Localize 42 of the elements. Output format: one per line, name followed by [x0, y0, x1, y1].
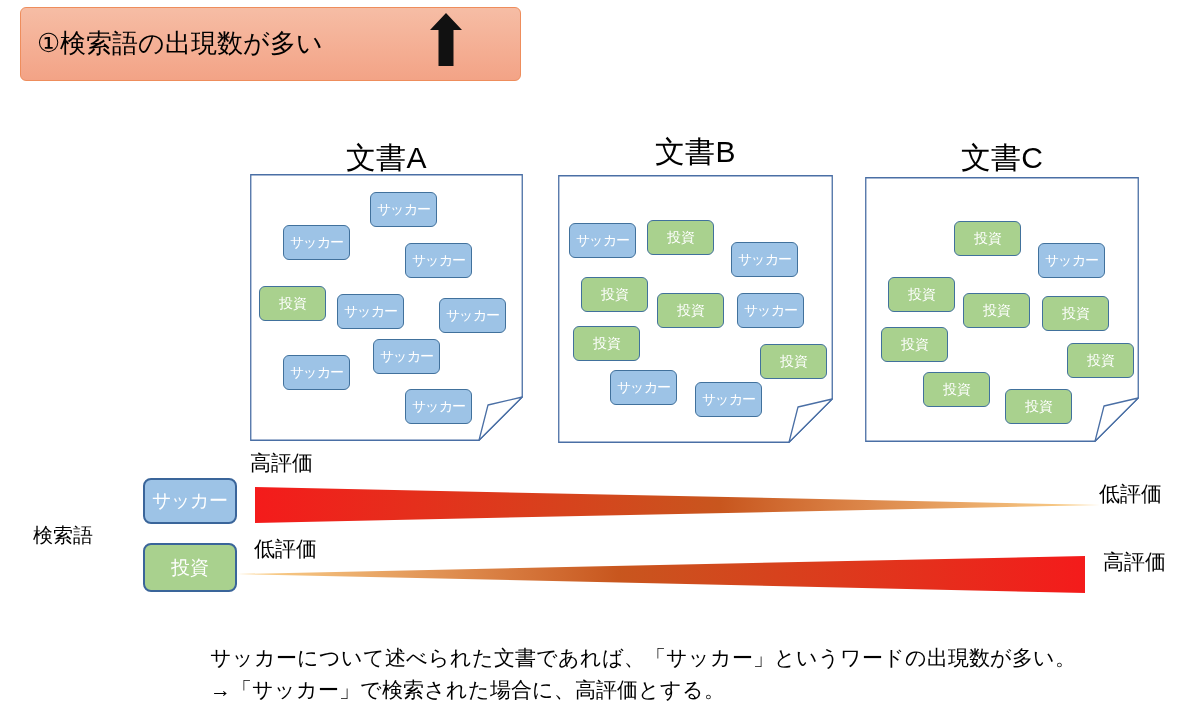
- word-tag: 投資: [259, 286, 326, 321]
- word-tag: サッカー: [283, 355, 350, 390]
- note-text: サッカーについて述べられた文書であれば、「サッカー」というワードの出現数が多い。: [210, 645, 1076, 671]
- document-title: 文書C: [961, 141, 1043, 174]
- word-tag: 投資: [647, 220, 714, 255]
- word-tag: 投資: [1042, 296, 1109, 331]
- word-tag: サッカー: [737, 293, 804, 328]
- banner-text: ①検索語の出現数が多い: [37, 28, 324, 58]
- word-tag: 投資: [1067, 343, 1134, 378]
- word-tag: 投資: [881, 327, 948, 362]
- word-tag: 投資: [760, 344, 827, 379]
- word-tag: サッカー: [283, 225, 350, 260]
- word-tag: 投資: [581, 277, 648, 312]
- note-text: →「サッカー」で検索された場合に、高評価とする。: [210, 677, 725, 703]
- word-tag: 投資: [923, 372, 990, 407]
- rating-label: 高評価: [250, 450, 313, 476]
- rating-label: 低評価: [254, 536, 317, 562]
- word-tag: サッカー: [1038, 243, 1105, 278]
- query-label: 検索語: [33, 523, 93, 547]
- word-tag: サッカー: [695, 382, 762, 417]
- word-tag: サッカー: [569, 223, 636, 258]
- word-tag: サッカー: [337, 294, 404, 329]
- word-tag: サッカー: [405, 243, 472, 278]
- word-tag: 投資: [573, 326, 640, 361]
- word-tag: サッカー: [731, 242, 798, 277]
- header-banner: [20, 7, 521, 81]
- word-tag: サッカー: [373, 339, 440, 374]
- query-box: 投資: [143, 543, 237, 592]
- document-title: 文書A: [346, 141, 427, 174]
- rating-label: 低評価: [1099, 481, 1162, 507]
- word-tag: 投資: [657, 293, 724, 328]
- word-tag: 投資: [954, 221, 1021, 256]
- word-tag: サッカー: [439, 298, 506, 333]
- word-tag: サッカー: [405, 389, 472, 424]
- word-tag: サッカー: [370, 192, 437, 227]
- word-tag: 投資: [1005, 389, 1072, 424]
- query-box: サッカー: [143, 478, 237, 524]
- word-tag: 投資: [963, 293, 1030, 328]
- word-tag: 投資: [888, 277, 955, 312]
- document-title: 文書B: [655, 135, 736, 168]
- word-tag: サッカー: [610, 370, 677, 405]
- rating-label: 高評価: [1103, 549, 1166, 575]
